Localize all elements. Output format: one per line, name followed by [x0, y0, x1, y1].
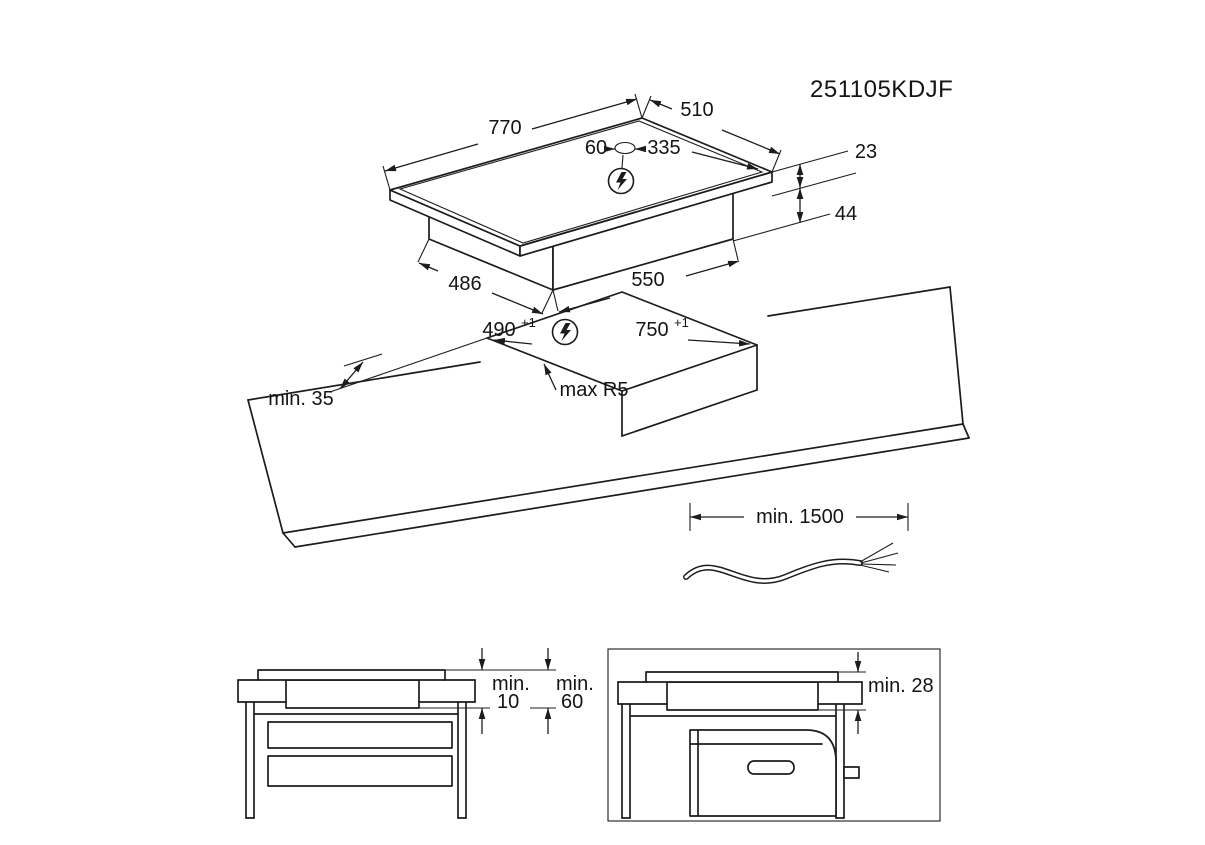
hob-glass-section	[257, 669, 446, 681]
model-number: 251105KDJF	[810, 76, 953, 103]
dim-cable-offset-label: 60	[585, 137, 607, 159]
oven-handle	[747, 760, 795, 775]
worktop-left-cut	[247, 399, 284, 534]
drawer-front-bottom	[267, 755, 453, 787]
cutout-depth-label: 490	[482, 319, 515, 341]
dim-box-depth-label: 486	[448, 273, 481, 295]
cutout-view: 490 +1 750 +1 max R5 min. 35	[247, 286, 970, 548]
power-leader-line	[621, 154, 624, 169]
worktop-front-edge-right	[767, 286, 951, 317]
front-clearance-label: min. 35	[268, 388, 334, 410]
dim-height-top-label: 23	[855, 141, 877, 163]
drawer-clearance-value: 10	[497, 691, 519, 713]
cable-view: min. 1500	[683, 503, 909, 584]
dim-depth-label: 510	[680, 99, 713, 121]
hob-glass-section	[645, 671, 839, 683]
dim-width-label: 770	[488, 117, 521, 139]
vent-clearance-min-label: min.	[556, 673, 594, 695]
cutout-width-tolerance: +1	[674, 315, 689, 330]
oven-hinge	[843, 766, 860, 779]
oven-clearance-label: min. 28	[868, 675, 934, 697]
mains-cable	[683, 558, 863, 584]
worktop-thickness-edge	[294, 437, 970, 548]
drawer-front-top	[267, 721, 453, 749]
corner-radius-label: max R5	[560, 379, 629, 401]
oven-view-frame	[607, 648, 941, 822]
dim-cable-offset2-label: 335	[647, 137, 680, 159]
cable-length-label: min. 1500	[756, 506, 844, 528]
dim-height-bottom-label: 44	[835, 203, 857, 225]
cable-wire-ends	[859, 542, 899, 573]
glass-inner-border	[398, 120, 764, 244]
power-connection-icon	[551, 318, 579, 346]
dim-box-width-label: 550	[631, 269, 664, 291]
drawer-clearance-min-label: min.	[492, 673, 530, 695]
cutout-width-label: 750	[635, 319, 668, 341]
worktop-right-cut	[949, 286, 964, 425]
drawer-section-view: min. 10 min. 60	[237, 648, 594, 819]
hob-box-section	[285, 679, 420, 709]
iso-hob-view: 770 510 60 335 23 44 486 550	[382, 93, 877, 315]
oven-section-view: min. 28	[607, 648, 941, 822]
hob-box-section	[666, 681, 819, 711]
power-connection-icon	[607, 167, 635, 195]
vent-clearance-value: 60	[561, 691, 583, 713]
worktop-lower-edge	[282, 423, 964, 534]
cutout-depth-tolerance: +1	[521, 315, 536, 330]
worktop-front-edge	[247, 361, 481, 401]
